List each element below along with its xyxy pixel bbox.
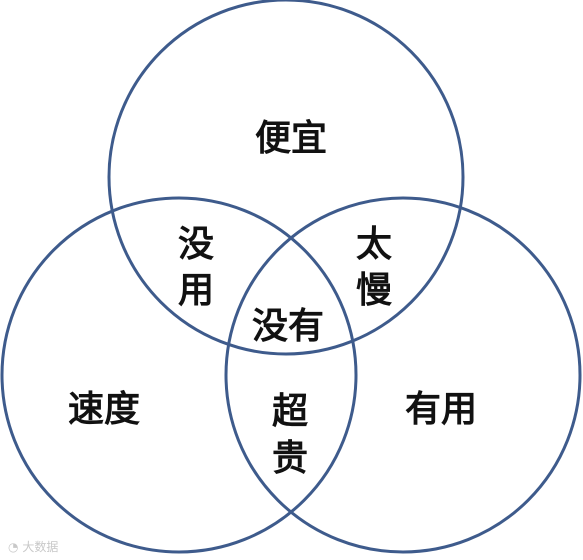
label-bottom-char-2: 贵 — [272, 438, 308, 479]
circle-right — [224, 196, 582, 554]
label-top: 便宜 — [255, 118, 327, 159]
label-left: 速度 — [68, 389, 140, 430]
watermark-text: 大数据 — [22, 540, 59, 554]
weibo-icon: ◔ — [8, 540, 19, 554]
label-top-right-char-1: 太 — [356, 224, 392, 265]
label-right: 有用 — [405, 389, 477, 430]
circle-left — [0, 196, 358, 554]
label-center: 没有 — [252, 306, 324, 347]
circle-top — [107, 0, 465, 356]
label-bottom-char-1: 超 — [272, 391, 309, 432]
label-top-left-char-2: 用 — [178, 270, 214, 311]
label-top-right-char-2: 慢 — [356, 270, 392, 311]
label-top-left-char-1: 没 — [178, 224, 214, 265]
watermark: ◔ 大数据 — [8, 538, 58, 555]
